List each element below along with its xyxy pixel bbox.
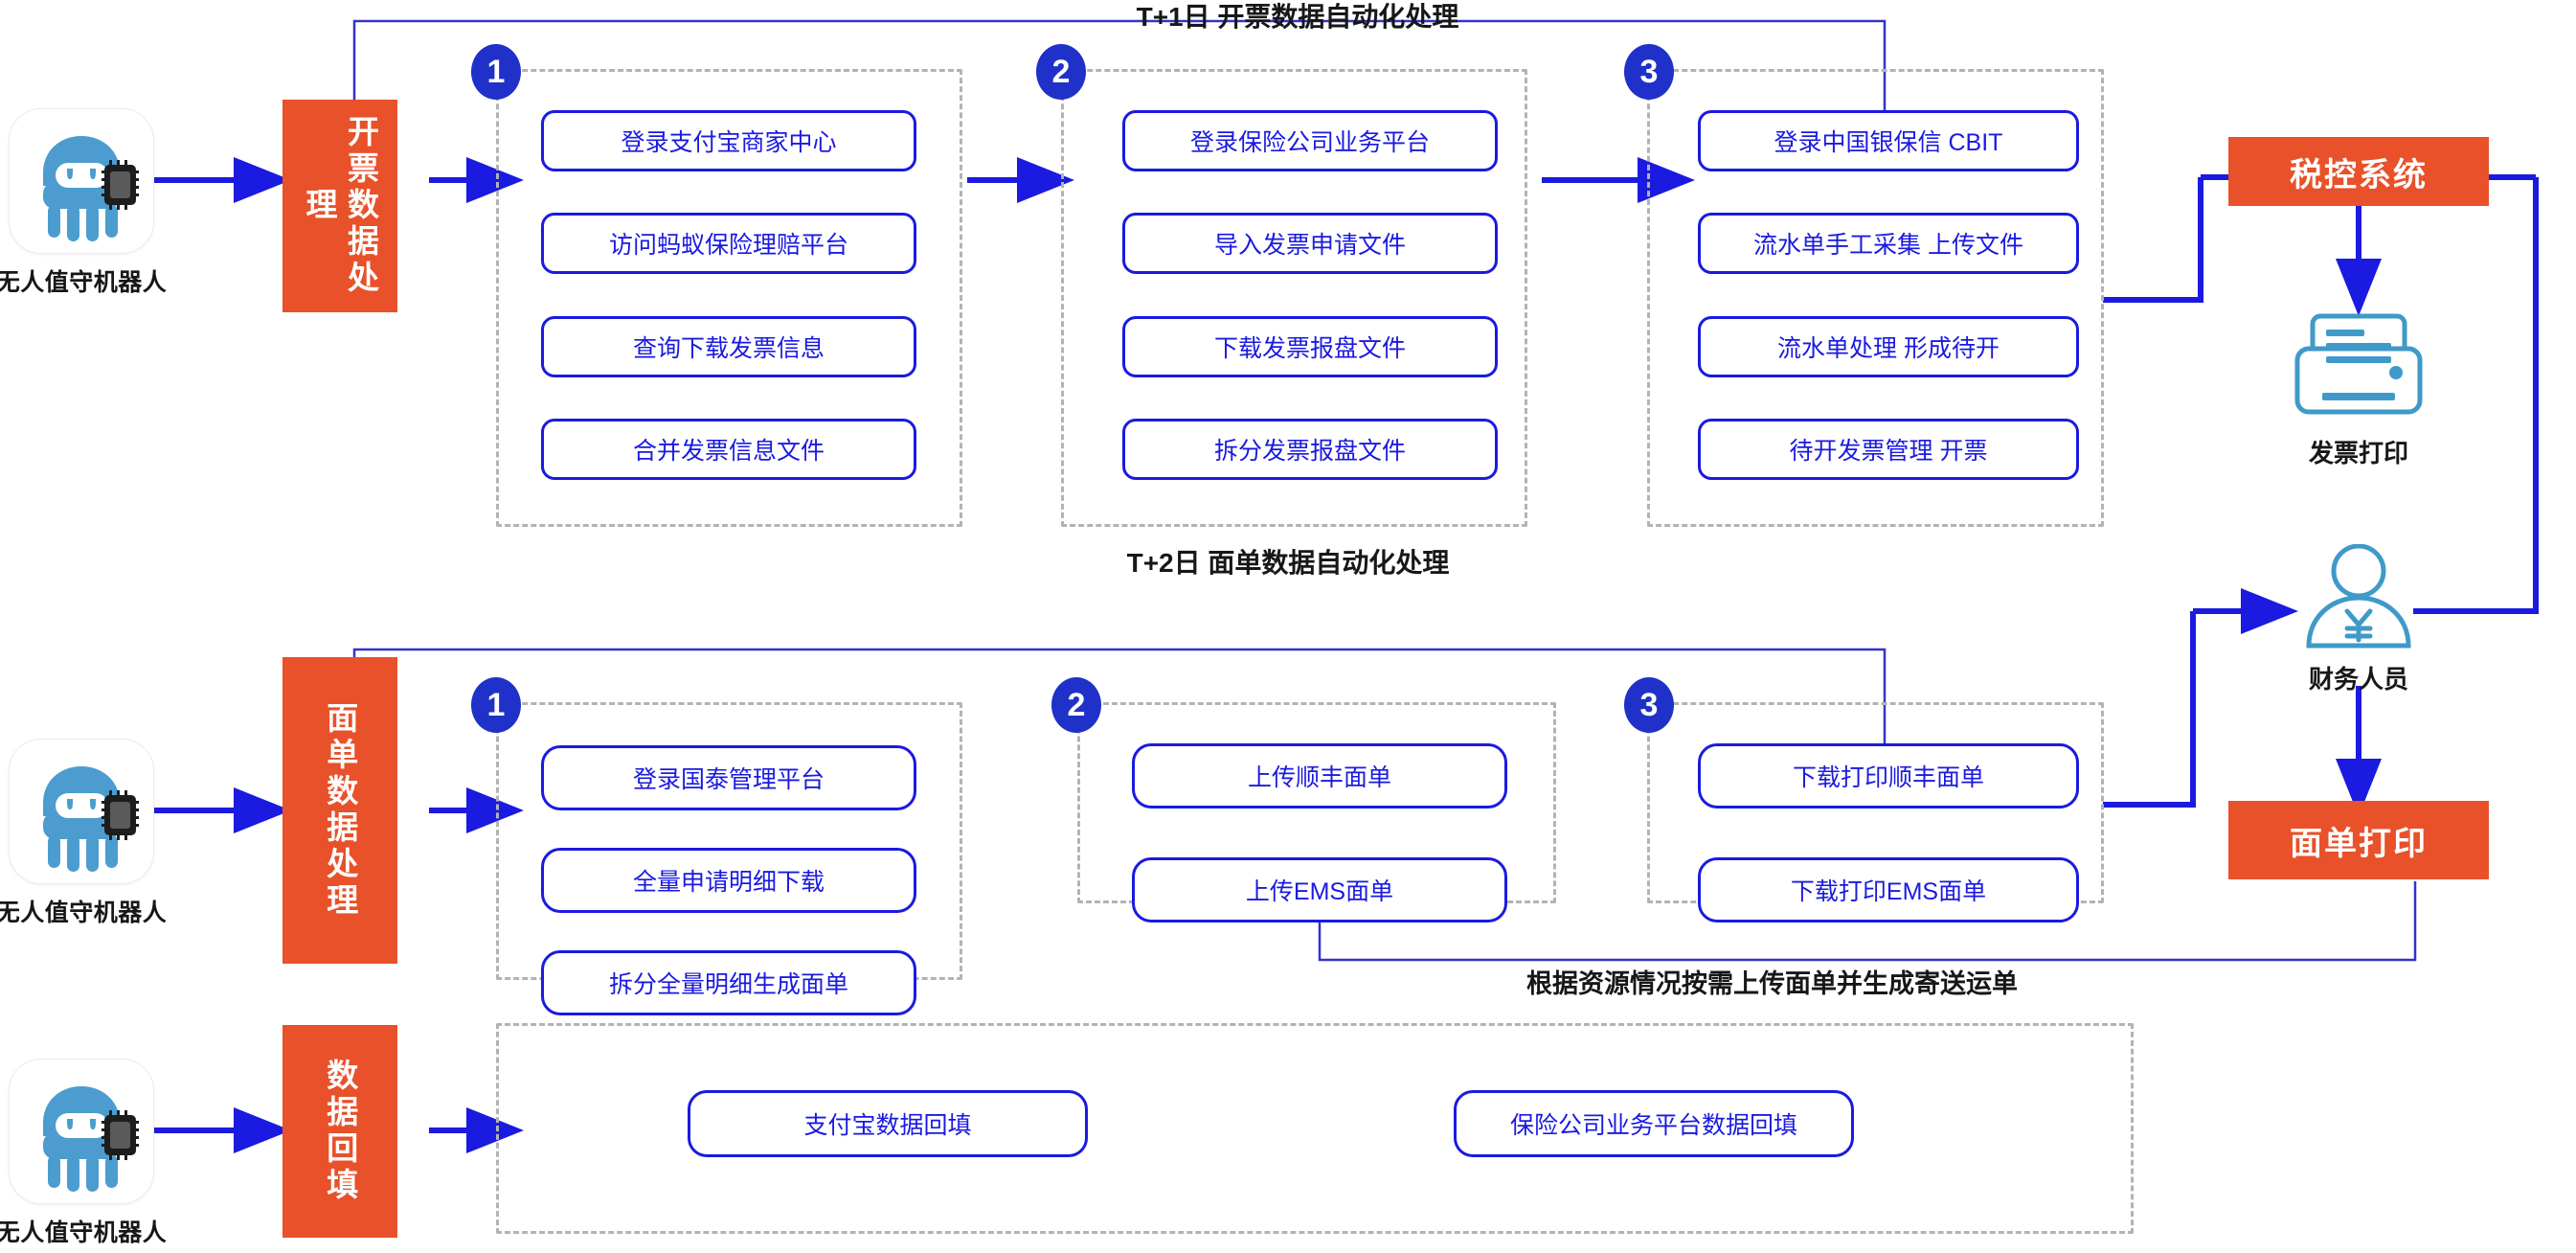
step-badge-1-row-2: 1 — [471, 677, 521, 733]
step-box[interactable]: 查询下载发票信息 — [541, 316, 916, 377]
pillar-waybill-data-processing: 面单数据处理 — [282, 657, 397, 964]
robot-icon — [9, 739, 154, 884]
robot-avatar-row-2: 无人值守机器人 — [0, 739, 168, 928]
step-box[interactable]: 上传EMS面单 — [1132, 857, 1507, 923]
step-badge-1-row-1: 1 — [471, 44, 521, 100]
finance-person: 财务人员 — [2263, 543, 2454, 695]
robot-avatar-row-3: 无人值守机器人 — [0, 1059, 168, 1248]
person-finance-icon — [2306, 543, 2411, 649]
step-box[interactable]: 登录支付宝商家中心 — [541, 110, 916, 171]
step-box[interactable]: 下载发票报盘文件 — [1122, 316, 1498, 377]
step-box[interactable]: 访问蚂蚁保险理赔平台 — [541, 213, 916, 274]
step-group-1-row-2 — [496, 702, 962, 980]
robot-caption: 无人值守机器人 — [0, 900, 168, 926]
step-group-2-row-1 — [1061, 69, 1527, 527]
step-box[interactable]: 支付宝数据回填 — [688, 1090, 1088, 1157]
step-box[interactable]: 流水单手工采集 上传文件 — [1698, 213, 2079, 274]
step-box[interactable]: 登录保险公司业务平台 — [1122, 110, 1498, 171]
step-group-3-row-1 — [1647, 69, 2104, 527]
step-box[interactable]: 拆分发票报盘文件 — [1122, 419, 1498, 480]
printer-caption: 发票打印 — [2308, 439, 2408, 467]
robot-caption: 无人值守机器人 — [0, 269, 168, 296]
step-box[interactable]: 拆分全量明细生成面单 — [541, 950, 916, 1015]
robot-icon — [9, 1059, 154, 1204]
section-title-row-1: T+1日 开票数据自动化处理 — [1136, 2, 1459, 32]
step-box[interactable]: 下载打印EMS面单 — [1698, 857, 2079, 923]
step-box[interactable]: 保险公司业务平台数据回填 — [1454, 1090, 1854, 1157]
step-box[interactable]: 全量申请明细下载 — [541, 848, 916, 913]
feedback-note: 根据资源情况按需上传面单并生成寄送运单 — [1526, 969, 2018, 998]
step-badge-2-row-2: 2 — [1051, 677, 1101, 733]
tax-system-block: 税控系统 — [2228, 137, 2489, 206]
step-box[interactable]: 上传顺丰面单 — [1132, 743, 1507, 809]
pillar-data-backfill: 数据回填 — [282, 1025, 397, 1238]
step-box[interactable]: 登录中国银保信 CBIT — [1698, 110, 2079, 171]
step-group-1-row-1 — [496, 69, 962, 527]
step-box[interactable]: 登录国泰管理平台 — [541, 745, 916, 810]
step-box[interactable]: 流水单处理 形成待开 — [1698, 316, 2079, 377]
step-badge-3-row-2: 3 — [1624, 677, 1674, 733]
waybill-print-block: 面单打印 — [2228, 801, 2489, 879]
printer-icon — [2294, 313, 2423, 415]
step-box[interactable]: 合并发票信息文件 — [541, 419, 916, 480]
section-title-row-2: T+2日 面单数据自动化处理 — [1126, 548, 1450, 578]
step-box[interactable]: 导入发票申请文件 — [1122, 213, 1498, 274]
step-badge-3-row-1: 3 — [1624, 44, 1674, 100]
invoice-printer: 发票打印 — [2263, 312, 2454, 469]
step-box[interactable]: 下载打印顺丰面单 — [1698, 743, 2079, 809]
robot-icon — [9, 108, 154, 254]
step-group-1-row-3 — [496, 1023, 2134, 1234]
step-box[interactable]: 待开发票管理 开票 — [1698, 419, 2079, 480]
robot-avatar-row-1: 无人值守机器人 — [0, 108, 168, 298]
robot-caption: 无人值守机器人 — [0, 1219, 168, 1246]
finance-caption: 财务人员 — [2308, 665, 2408, 694]
step-badge-2-row-1: 2 — [1036, 44, 1086, 100]
pillar-invoice-data-processing: 开票数据处理 — [282, 100, 397, 312]
